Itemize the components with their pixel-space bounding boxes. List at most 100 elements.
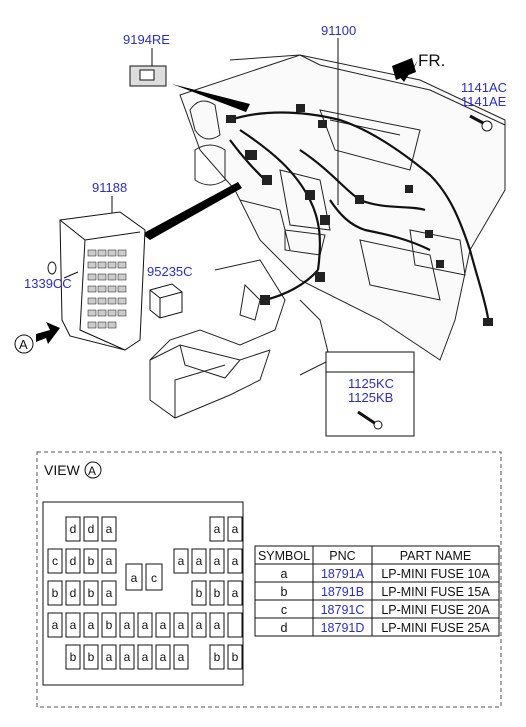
fuse-symbol: b: [88, 650, 95, 664]
fuse-symbol: a: [196, 618, 203, 632]
callout-1125kc: 1125KC: [348, 376, 394, 391]
clip-icon: [47, 261, 79, 279]
fuse-symbol: a: [160, 618, 167, 632]
table-cell-symbol: b: [281, 585, 288, 599]
fuse-slot: [209, 548, 225, 574]
fuse-symbol: d: [88, 522, 95, 536]
table-header: PNC: [329, 549, 355, 563]
fuse-symbol: a: [106, 650, 113, 664]
table-frame: [254, 545, 500, 637]
table-cell-symbol: c: [281, 603, 287, 617]
fuse-symbol: a: [106, 554, 113, 568]
table-cell-name: LP-MINI FUSE 15A: [381, 585, 490, 599]
fuse-slot: [119, 644, 135, 670]
fuse-symbol: b: [88, 554, 95, 568]
fuse-symbol: d: [70, 522, 77, 536]
fuse-slot: [65, 580, 81, 606]
fuse-slot: [65, 644, 81, 670]
callout-1125kb: 1125KB: [348, 390, 393, 405]
table-cell-name: LP-MINI FUSE 25A: [381, 621, 490, 635]
fuse-slot: [137, 644, 153, 670]
fuse-symbol: a: [232, 522, 239, 536]
fuse-symbol: b: [70, 650, 77, 664]
fuse-slot: [101, 548, 117, 574]
fuse-symbol: a: [106, 522, 113, 536]
fuse-slot: [227, 516, 243, 542]
fuse-slot: [101, 644, 117, 670]
wire-connectors: [226, 104, 493, 326]
fuse-symbol: c: [151, 571, 157, 585]
fuse-slot: [227, 644, 243, 670]
fuse-slot: [173, 548, 189, 574]
fuse-symbol: a: [124, 618, 131, 632]
callout-91100: 91100: [321, 23, 356, 38]
fuse-slot: [155, 612, 171, 638]
fuse-slot: [65, 548, 81, 574]
fuse-slot: [137, 612, 153, 638]
fuse-slot: [65, 516, 81, 542]
callout-1141ae: 1141AE: [461, 94, 507, 109]
fuse-symbol: a: [232, 586, 239, 600]
fuse-slot: [209, 580, 225, 606]
table-cell-pnc: 18791A: [321, 567, 365, 581]
fuse-slot: [101, 612, 117, 638]
fuse-slot: [125, 563, 143, 591]
fuse-symbol: a: [70, 618, 77, 632]
view-a-marker: [14, 322, 60, 354]
front-arrow-icon: [392, 58, 418, 82]
table-header: SYMBOL: [258, 549, 310, 563]
fuse-symbol: a: [214, 618, 221, 632]
fuse-slot: [209, 612, 225, 638]
fuse-symbol: a: [214, 554, 221, 568]
fuse-symbol: d: [70, 586, 77, 600]
fuse-slot: [227, 612, 243, 638]
fuse-symbol: a: [178, 650, 185, 664]
fuse-slot: [83, 644, 99, 670]
table-cell-name: LP-MINI FUSE 20A: [381, 603, 490, 617]
fuse-slot: [173, 612, 189, 638]
fuse-symbol: b: [88, 586, 95, 600]
fuse-slot: [173, 644, 189, 670]
fuse-slot: [191, 580, 207, 606]
view-label: VIEW: [44, 462, 81, 478]
fuse-slot: [83, 612, 99, 638]
fuse-slot: [83, 548, 99, 574]
view-marker-letter: A: [19, 337, 28, 352]
fuse-slot: [65, 612, 81, 638]
junction-box: [59, 196, 146, 351]
fuse-symbol: b: [106, 618, 113, 632]
fuse-symbol: a: [142, 618, 149, 632]
fuse-symbol: a: [88, 618, 95, 632]
fuse-slot: [47, 612, 63, 638]
fuse-symbol: a: [232, 554, 239, 568]
fuse-symbol: a: [214, 522, 221, 536]
fuse-symbol: a: [178, 554, 185, 568]
relay-top: [129, 48, 167, 87]
fuse-slot: [101, 516, 117, 542]
front-label: FR.: [418, 51, 445, 70]
fuse-slot: [209, 644, 225, 670]
screw-box: [325, 351, 415, 437]
fuse-symbol: b: [214, 586, 221, 600]
fuse-slot: [191, 612, 207, 638]
fuse-slot: [83, 580, 99, 606]
pointer-wedge-relay: [172, 84, 250, 112]
callout-95235c: 95235C: [147, 264, 193, 279]
callout-9194re: 9194RE: [123, 32, 170, 47]
callout-91188: 91188: [92, 180, 127, 195]
bolt-icon: [469, 114, 493, 132]
dashboard-illustration: [149, 54, 506, 419]
fuse-symbol: b: [232, 650, 239, 664]
fuse-slot: [227, 548, 243, 574]
fuse-symbol: a: [131, 571, 138, 585]
fuse-slot: [191, 548, 207, 574]
fuse-slot: [101, 580, 117, 606]
table-cell-name: LP-MINI FUSE 10A: [381, 567, 490, 581]
fuse-symbol: c: [52, 554, 58, 568]
fuse-slot: [155, 644, 171, 670]
fuse-slot: [119, 612, 135, 638]
view-panel-frame: [36, 451, 502, 708]
fuse-symbol: a: [178, 618, 185, 632]
